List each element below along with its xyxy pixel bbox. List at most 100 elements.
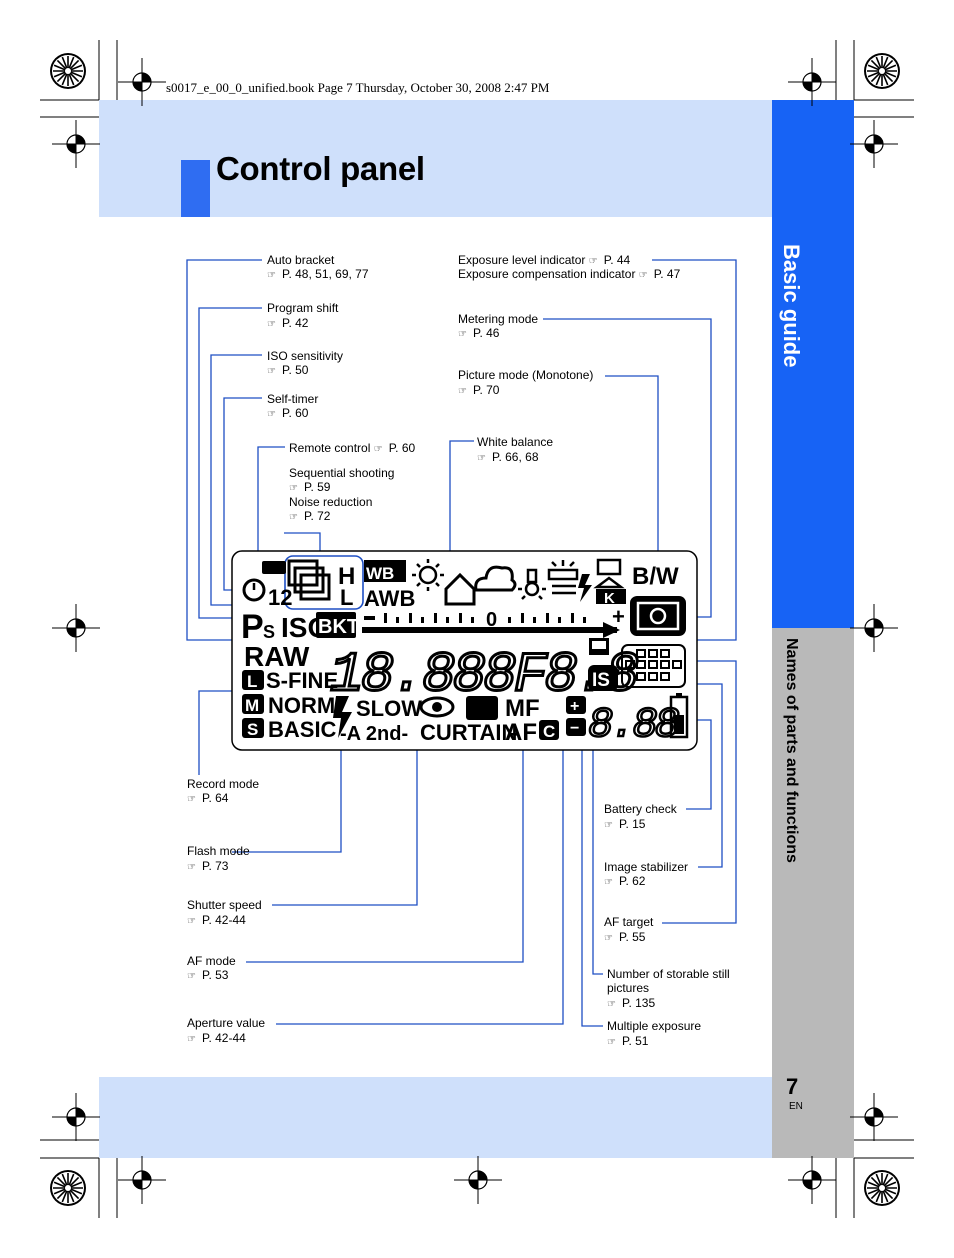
slow-label: SLOW (356, 696, 422, 721)
fluorescent-icon (547, 560, 579, 595)
book-reference-icon: ☞ (638, 270, 648, 281)
label-iso-sensitivity: ISO sensitivity (267, 349, 344, 363)
program-shift-s: S (263, 622, 275, 642)
sequential-shooting-icon (287, 559, 331, 601)
storable-pictures-digits: 8.88 (588, 701, 679, 749)
flash-wb-icon (578, 574, 592, 602)
exposure-plus: + (612, 604, 625, 629)
label-program-shift: Program shift (267, 301, 339, 315)
flash-icon (333, 696, 352, 738)
ref-self-timer: ☞P. 60 (267, 406, 308, 423)
label-af-target: AF target (604, 915, 654, 929)
book-reference-icon: ☞ (267, 366, 276, 377)
label-flash-mode: Flash mode (187, 844, 250, 858)
book-reference-icon: ☞ (187, 971, 196, 982)
book-reference-icon: ☞ (267, 319, 276, 330)
book-reference-icon: ☞ (289, 483, 298, 494)
ref-metering-mode: ☞P. 46 (458, 326, 499, 343)
seq-l: L (340, 585, 353, 610)
book-reference-icon: ☞ (458, 329, 467, 340)
label-image-stabilizer: Image stabilizer (604, 860, 689, 874)
is-label: IS (592, 670, 610, 691)
page-number: 7 (786, 1074, 799, 1099)
mf-label: MF (505, 695, 540, 722)
book-reference-icon: ☞ (267, 270, 276, 281)
curtain-label: CURTAIN (420, 720, 517, 745)
self-timer-12: 12 (268, 585, 292, 610)
ref-white-balance: ☞P. 66, 68 (477, 450, 539, 467)
title-band (99, 100, 772, 217)
label-noise-reduction: Noise reduction (289, 495, 373, 509)
kelvin-label: K (604, 590, 615, 607)
book-reference-icon: ☞ (267, 409, 276, 420)
book-reference-icon: ☞ (607, 1037, 616, 1048)
af-c-label: C (543, 722, 555, 741)
side-tab-names-of-parts (772, 628, 854, 1158)
side-tab-basic-guide (772, 100, 854, 628)
control-panel-lcd: 12 H L WB AWB (231, 550, 698, 751)
book-info-line: s0017_e_00_0_unified.book Page 7 Thursda… (166, 80, 550, 95)
record-s: S (247, 720, 258, 739)
counter-plus: + (570, 698, 579, 715)
book-reference-icon: ☞ (604, 820, 613, 831)
book-reference-icon: ☞ (458, 386, 467, 397)
raw-label: RAW (244, 641, 310, 672)
af-target-icon (621, 644, 686, 688)
flash-comp-icon (466, 696, 498, 720)
leader-lines (186, 259, 737, 1027)
exposure-zero: 0 (486, 609, 497, 631)
ref-program-shift: ☞P. 42 (267, 316, 308, 333)
page-language: EN (789, 1101, 803, 1112)
ref-aperture-value: ☞P. 42-44 (187, 1031, 246, 1048)
book-reference-icon: ☞ (477, 453, 486, 464)
second-curtain-label: -A 2nd- (340, 723, 408, 745)
seq-h: H (338, 563, 355, 590)
book-reference-icon: ☞ (588, 256, 598, 267)
ref-shutter-speed: ☞P. 42-44 (187, 913, 246, 930)
book-reference-icon: ☞ (604, 877, 613, 888)
ref-af-target: ☞P. 55 (604, 930, 645, 947)
program-shift-p: P (241, 608, 264, 646)
ref-record-mode: ☞P. 64 (187, 791, 228, 808)
record-m: M (245, 696, 259, 715)
ref-sequential-shooting: ☞P. 59 (289, 480, 330, 497)
label-battery-check: Battery check (604, 802, 677, 816)
footer-band (99, 1077, 772, 1158)
image-stabilizer-icon (588, 665, 618, 691)
sfine-label: S-FINE (266, 668, 338, 693)
ref-flash-mode: ☞P. 73 (187, 859, 228, 876)
norm-label: NORM (268, 693, 335, 718)
ref-iso-sensitivity: ☞P. 50 (267, 363, 308, 380)
wb-adjust-icon (364, 560, 406, 582)
book-reference-icon: ☞ (187, 1034, 196, 1045)
wb-label: WB (366, 564, 394, 583)
label-sequential-shooting: Sequential shooting (289, 466, 395, 480)
cloudy-icon (474, 565, 517, 592)
tungsten-icon (518, 568, 546, 600)
label-remote-control: Remote control ☞P. 60 (289, 441, 415, 458)
bkt-label: BKT (318, 616, 359, 638)
label-af-mode: AF mode (187, 954, 236, 968)
side-tab-basic-guide-label: Basic guide (779, 244, 804, 368)
label-storable-pictures-2: pictures (607, 981, 650, 995)
book-reference-icon: ☞ (604, 933, 613, 944)
book-reference-icon: ☞ (289, 512, 298, 523)
page-title: Control panel (216, 150, 425, 187)
label-storable-pictures: Number of storable still (607, 967, 730, 981)
label-picture-mode: Picture mode (Monotone) (458, 368, 594, 382)
label-multiple-exposure: Multiple exposure (607, 1019, 702, 1033)
ref-storable-pictures: ☞P. 135 (607, 996, 655, 1013)
basic-label: BASIC (268, 717, 337, 742)
label-self-timer: Self-timer (267, 392, 319, 406)
title-accent-tab (181, 160, 210, 217)
label-auto-bracket: Auto bracket (267, 253, 335, 267)
ref-noise-reduction: ☞P. 72 (289, 509, 330, 526)
ref-af-mode: ☞P. 53 (187, 968, 228, 985)
record-l: L (247, 672, 257, 691)
label-record-mode: Record mode (187, 777, 260, 791)
ref-battery-check: ☞P. 15 (604, 817, 645, 834)
label-aperture-value: Aperture value (187, 1016, 266, 1030)
af-label: AF (505, 719, 537, 746)
book-reference-icon: ☞ (373, 444, 383, 455)
